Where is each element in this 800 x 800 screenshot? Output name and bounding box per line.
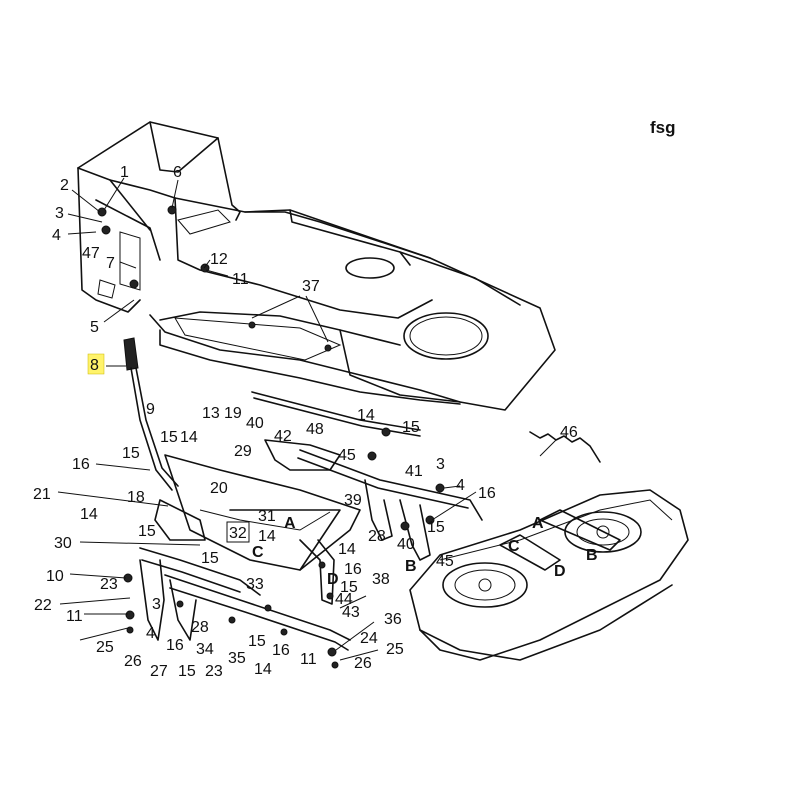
callout: 16 bbox=[272, 642, 290, 659]
callout: 45 bbox=[338, 447, 356, 464]
callout: 15 bbox=[201, 550, 219, 567]
callout: 11 bbox=[232, 271, 249, 288]
callout: 27 bbox=[150, 663, 168, 680]
callout: 25 bbox=[96, 639, 114, 656]
part-callouts: 1 2 3 4 47 6 7 12 11 5 37 8 9 13 19 40 4… bbox=[33, 164, 578, 680]
callout: 6 bbox=[173, 164, 182, 181]
callout: 21 bbox=[33, 486, 51, 503]
callout: 24 bbox=[360, 630, 378, 647]
callout: 26 bbox=[354, 655, 372, 672]
ref-letter: D bbox=[327, 571, 339, 588]
callout: 2 bbox=[60, 177, 69, 194]
callout: 44 bbox=[335, 591, 353, 608]
callout: 15 bbox=[402, 419, 420, 436]
callout: 15 bbox=[138, 523, 156, 540]
callout: 18 bbox=[127, 489, 145, 506]
callout: 3 bbox=[152, 596, 161, 613]
ref-letter: A bbox=[284, 515, 296, 532]
diagram-code: fsg bbox=[650, 118, 676, 137]
callout: 9 bbox=[146, 401, 155, 418]
callout: 14 bbox=[254, 661, 272, 678]
callout: 16 bbox=[478, 485, 496, 502]
callout: 46 bbox=[560, 424, 578, 441]
callout: 37 bbox=[302, 278, 320, 295]
callout: 25 bbox=[386, 641, 404, 658]
reference-letters: A B C D A B C D bbox=[252, 515, 598, 588]
callout: 14 bbox=[338, 541, 356, 558]
callout: 43 bbox=[342, 604, 360, 621]
callout: 40 bbox=[246, 415, 264, 432]
callout: 7 bbox=[106, 255, 115, 272]
callout: 11 bbox=[66, 608, 83, 625]
callout: 14 bbox=[80, 506, 98, 523]
callout: 14 bbox=[258, 528, 276, 545]
callout: 15 bbox=[340, 579, 358, 596]
callout: 31 bbox=[258, 508, 276, 525]
callout: 3 bbox=[55, 205, 64, 222]
callout: 10 bbox=[46, 568, 64, 585]
callout: 28 bbox=[368, 528, 386, 545]
callout: 15 bbox=[248, 633, 266, 650]
callout: 47 bbox=[82, 245, 100, 262]
callout: 41 bbox=[405, 463, 423, 480]
callout-highlighted: 8 bbox=[90, 357, 99, 374]
callout: 11 bbox=[300, 651, 317, 668]
callout: 16 bbox=[344, 561, 362, 578]
callout: 3 bbox=[436, 456, 445, 473]
callout: 15 bbox=[178, 663, 196, 680]
callout: 30 bbox=[54, 535, 72, 552]
callout: 19 bbox=[224, 405, 242, 422]
callout-boxed: 32 bbox=[229, 525, 247, 542]
ref-letter: C bbox=[252, 544, 264, 561]
callout: 14 bbox=[357, 407, 375, 424]
callout: 26 bbox=[124, 653, 142, 670]
callout: 22 bbox=[34, 597, 52, 614]
callout: 45 bbox=[436, 553, 454, 570]
callout: 4 bbox=[146, 625, 155, 642]
tractor-frame-body bbox=[77, 121, 556, 411]
callout: 12 bbox=[210, 251, 228, 268]
callout-box bbox=[226, 521, 250, 543]
ref-letter: C bbox=[508, 538, 520, 555]
callout: 20 bbox=[210, 480, 228, 497]
mower-deck bbox=[409, 489, 689, 661]
highlight-marker bbox=[87, 353, 105, 375]
callout: 16 bbox=[72, 456, 90, 473]
callout: 42 bbox=[274, 428, 292, 445]
ref-letter: A bbox=[532, 515, 544, 532]
ref-letter: B bbox=[405, 558, 417, 575]
callout: 35 bbox=[228, 650, 246, 667]
callout: 34 bbox=[196, 641, 214, 658]
callout: 33 bbox=[246, 576, 264, 593]
callout: 39 bbox=[344, 492, 362, 509]
callout: 1 bbox=[120, 164, 129, 181]
ref-letter: B bbox=[586, 547, 598, 564]
callout: 29 bbox=[234, 443, 252, 460]
ref-letter: D bbox=[554, 563, 566, 580]
callout: 14 bbox=[180, 429, 198, 446]
callout: 15 bbox=[160, 429, 178, 446]
callout: 48 bbox=[306, 421, 324, 438]
callout: 23 bbox=[100, 576, 118, 593]
callout: 36 bbox=[384, 611, 402, 628]
lift-lever bbox=[123, 337, 179, 491]
callout: 13 bbox=[202, 405, 220, 422]
callout: 4 bbox=[52, 227, 61, 244]
callout: 4 bbox=[456, 477, 465, 494]
callout: 15 bbox=[122, 445, 140, 462]
callout: 15 bbox=[427, 519, 445, 536]
callout: 38 bbox=[372, 571, 390, 588]
callout: 28 bbox=[191, 619, 209, 636]
callout: 5 bbox=[90, 319, 99, 336]
callout: 23 bbox=[205, 663, 223, 680]
callout-leader-lines bbox=[57, 177, 557, 661]
callout: 40 bbox=[397, 536, 415, 553]
callout: 16 bbox=[166, 637, 184, 654]
